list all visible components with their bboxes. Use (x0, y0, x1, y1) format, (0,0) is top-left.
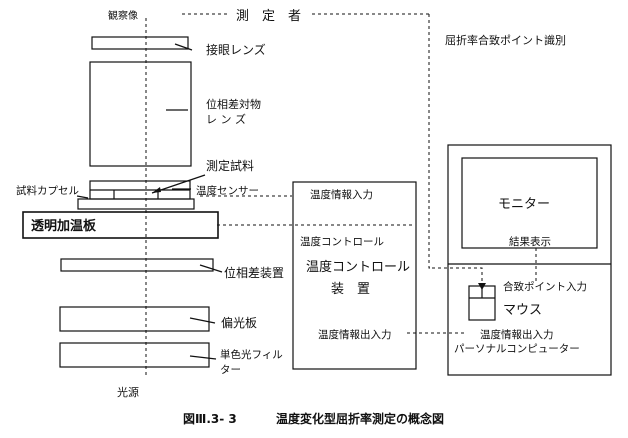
label-mono-filter-1: 単色光フィル (220, 348, 283, 361)
label-mono-filter-2: ター (220, 364, 241, 376)
label-polarizer: 偏光板 (221, 315, 257, 330)
label-result-display: 結果表示 (509, 235, 551, 248)
label-sample-capsule: 試料カプセル (16, 184, 79, 197)
label-mouse: マウス (503, 303, 542, 318)
label-temperature-sensor: 温度センサー (196, 184, 259, 197)
pc-outer-box (447, 144, 612, 376)
label-temp-control-device-2: 装 置 (331, 282, 370, 297)
caption-figure-number: 図Ⅲ.3- 3 (183, 412, 237, 426)
label-match-point-input: 合致ポイント入力 (503, 280, 587, 293)
label-temp-control-device-1: 温度コントロール (306, 259, 410, 275)
label-phase-objective-2: レ ン ズ (206, 112, 246, 126)
temperature-control-device-box (292, 181, 417, 370)
label-temp-control: 温度コントロール (300, 235, 384, 248)
label-temp-info-input: 温度情報入力 (310, 188, 373, 201)
label-phase-objective-1: 位相差対物 (206, 97, 261, 111)
label-eyepiece-lens: 接眼レンズ (206, 42, 266, 57)
eyepiece-lens-box (91, 36, 189, 50)
label-sample: 測定試料 (206, 158, 254, 173)
label-phase-contrast-device: 位相差装置 (224, 265, 284, 280)
phase-device-box (60, 258, 214, 272)
label-observation-image: 観察像 (108, 9, 138, 22)
filter-box (59, 342, 210, 368)
polarizer-box (59, 306, 210, 332)
label-refractive-index-id: 屈折率合致ポイント識別 (445, 33, 566, 47)
label-temp-info-io-pc: 温度情報出入力 (480, 328, 554, 341)
caption-title: 温度変化型屈折率測定の概念図 (276, 411, 444, 426)
label-transparent-heating-plate: 透明加温板 (31, 218, 97, 234)
label-personal-computer: パーソナルコンピューター (454, 343, 580, 355)
label-light-source: 光源 (117, 385, 139, 399)
label-temp-info-io: 温度情報出入力 (318, 328, 392, 341)
label-monitor: モニター (498, 197, 550, 212)
monitor-screen-box (461, 157, 598, 249)
stage-box (77, 198, 195, 210)
label-measurer: 測 定 者 (236, 9, 301, 24)
phase-objective-box (89, 61, 192, 167)
